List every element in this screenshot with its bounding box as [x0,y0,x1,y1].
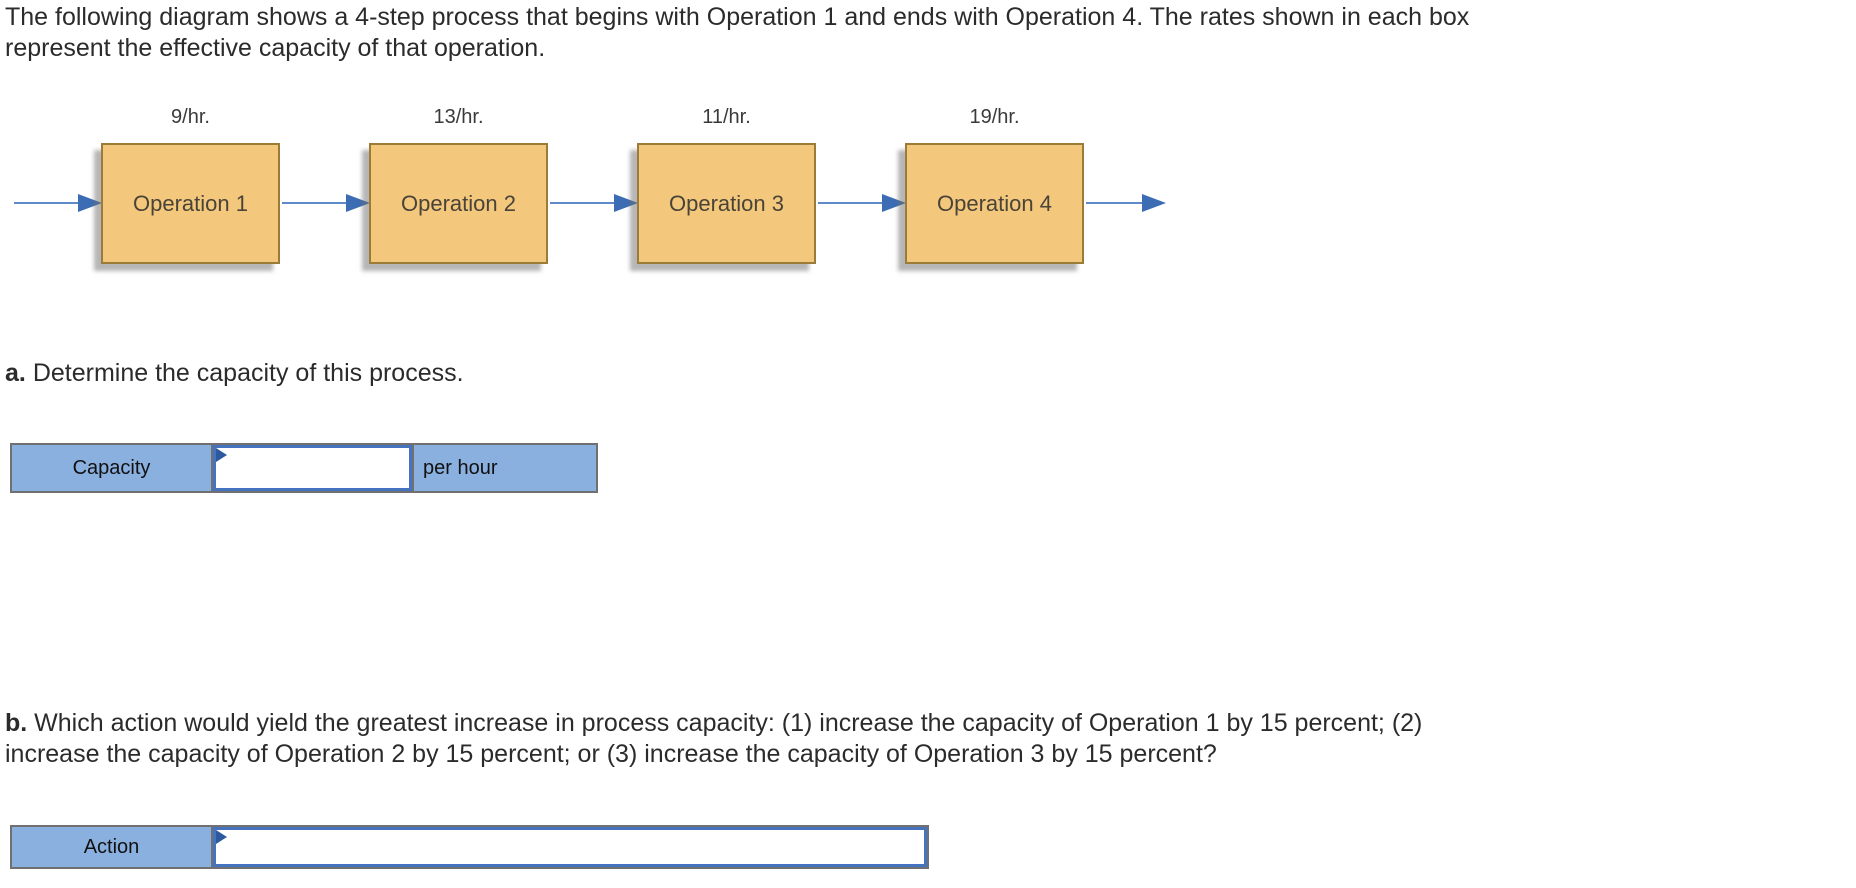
action-input-box [213,827,927,867]
operation-1-label: Operation 1 [133,190,248,216]
arrow-line [550,202,614,204]
question-b: b. Which action would yield the greatest… [5,708,1805,770]
rate-label-operation-4: 19/hr. [969,106,1020,128]
arrow-line [282,202,346,204]
capacity-answer-table: Capacity per hour [10,443,598,493]
arrowhead-icon [78,194,102,212]
action-answer-table: Action [10,825,929,869]
intro-paragraph: The following diagram shows a 4-step pro… [5,2,1855,64]
operation-2-box: Operation 2 [369,143,548,264]
capacity-label-cell: Capacity [12,445,213,491]
intro-line-1: The following diagram shows a 4-step pro… [5,3,1470,31]
capacity-input-box [213,445,412,491]
operation-2-label: Operation 2 [401,190,516,216]
arrowhead-icon [614,194,638,212]
question-a-text: Determine the capacity of this process. [32,359,464,387]
arrowhead-icon [882,194,906,212]
operation-4-label: Operation 4 [937,190,1052,216]
rate-label-operation-1: 9/hr. [171,106,210,128]
capacity-input-cell [213,445,412,491]
rate-label-operation-2: 13/hr. [433,106,484,128]
operation-3-box: Operation 3 [637,143,816,264]
action-input-cell [213,827,927,867]
question-a: a. Determine the capacity of this proces… [5,358,1805,389]
capacity-unit-cell: per hour [412,445,596,491]
operation-3-label: Operation 3 [669,190,784,216]
intro-line-2: represent the effective capacity of that… [5,34,546,62]
operation-4-box: Operation 4 [905,143,1084,264]
arrow-line [14,202,78,204]
action-label-cell: Action [12,827,213,867]
operation-1-box: Operation 1 [101,143,280,264]
arrowhead-icon [1142,194,1166,212]
question-b-line-2: increase the capacity of Operation 2 by … [5,740,1217,768]
question-b-label: b. [5,709,28,737]
question-b-line-1: b. Which action would yield the greatest… [5,708,1805,739]
arrowhead-icon [346,194,370,212]
arrow-line [1086,202,1142,204]
question-a-label: a. [5,359,26,387]
question-b-text-1: Which action would yield the greatest in… [34,709,1423,737]
rate-label-operation-3: 11/hr. [702,106,751,128]
capacity-input[interactable] [213,445,412,491]
action-input[interactable] [213,827,927,867]
arrow-line [818,202,882,204]
